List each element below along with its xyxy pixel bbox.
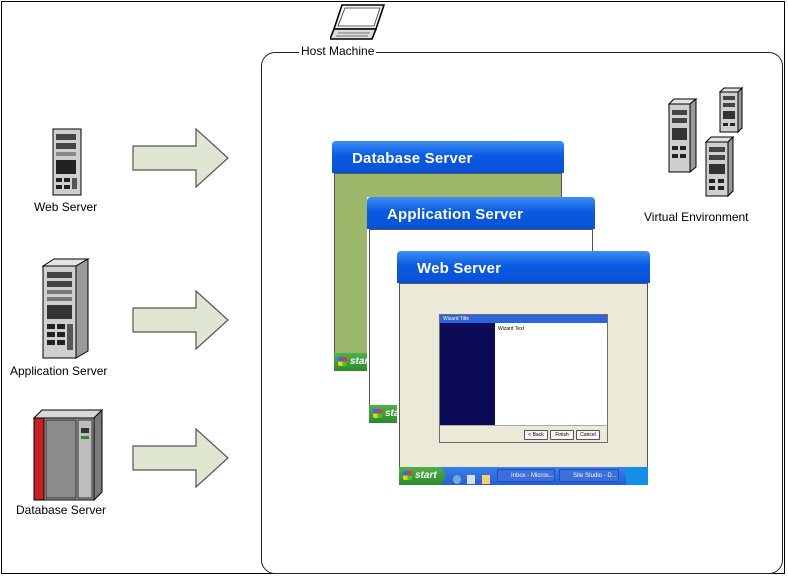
outlook-icon[interactable] xyxy=(481,475,490,484)
back-button[interactable]: < Back xyxy=(524,430,548,440)
windows-logo-icon xyxy=(338,357,347,366)
vm-window-web-server: Web Server Wizard Title Wizard Text < Ba… xyxy=(397,251,650,487)
virtual-environment-label: Virtual Environment xyxy=(644,210,749,224)
start-label: start xyxy=(415,470,437,481)
window-body: Wizard Title Wizard Text < Back Finish C… xyxy=(399,283,648,485)
start-label: start xyxy=(350,356,372,367)
database-server-label: Database Server xyxy=(16,503,107,517)
tower-server-large-icon xyxy=(42,258,90,359)
window-title: Application Server xyxy=(367,197,595,229)
task-label: Site Studio - D... xyxy=(573,473,617,479)
window-title: Web Server xyxy=(397,251,650,283)
wizard-text: Wizard Text xyxy=(498,326,525,332)
wizard-button-bar: < Back Finish Cancel xyxy=(440,425,607,442)
task-button-inbox[interactable]: Inbox - Micros... xyxy=(497,469,555,482)
wizard-title: Wizard Title xyxy=(443,316,470,322)
host-machine-box xyxy=(261,52,783,574)
start-button[interactable]: start xyxy=(399,467,445,485)
arrow-application-server xyxy=(132,290,229,350)
mainframe-icon xyxy=(32,408,104,502)
ie-icon[interactable] xyxy=(453,475,461,484)
application-server-label: Application Server xyxy=(10,364,108,378)
window-title: Database Server xyxy=(332,141,564,173)
cancel-button[interactable]: Cancel xyxy=(576,430,600,440)
laptop-icon xyxy=(330,4,386,40)
windows-logo-icon xyxy=(403,471,412,480)
task-label: Inbox - Micros... xyxy=(511,473,554,479)
windows-logo-icon xyxy=(373,409,382,418)
quicklaunch-icons xyxy=(453,471,490,489)
desktop-icon[interactable] xyxy=(467,475,476,484)
host-machine-title: Host Machine xyxy=(299,44,377,58)
start-label: start xyxy=(385,408,407,419)
arrow-web-server xyxy=(132,128,229,188)
server-cluster-icon xyxy=(668,86,744,198)
tower-server-small-icon xyxy=(52,128,82,196)
wizard-titlebar: Wizard Title xyxy=(440,315,607,323)
wizard-dialog: Wizard Title Wizard Text < Back Finish C… xyxy=(439,314,608,443)
finish-button[interactable]: Finish xyxy=(550,430,574,440)
system-tray xyxy=(626,467,648,485)
taskbar: start Inbox - Micros... Site Studio - D.… xyxy=(399,467,648,485)
task-button-site-studio[interactable]: Site Studio - D... xyxy=(559,469,619,482)
wizard-sidebar xyxy=(440,323,495,426)
arrow-database-server xyxy=(132,428,229,488)
web-server-label: Web Server xyxy=(34,200,98,214)
